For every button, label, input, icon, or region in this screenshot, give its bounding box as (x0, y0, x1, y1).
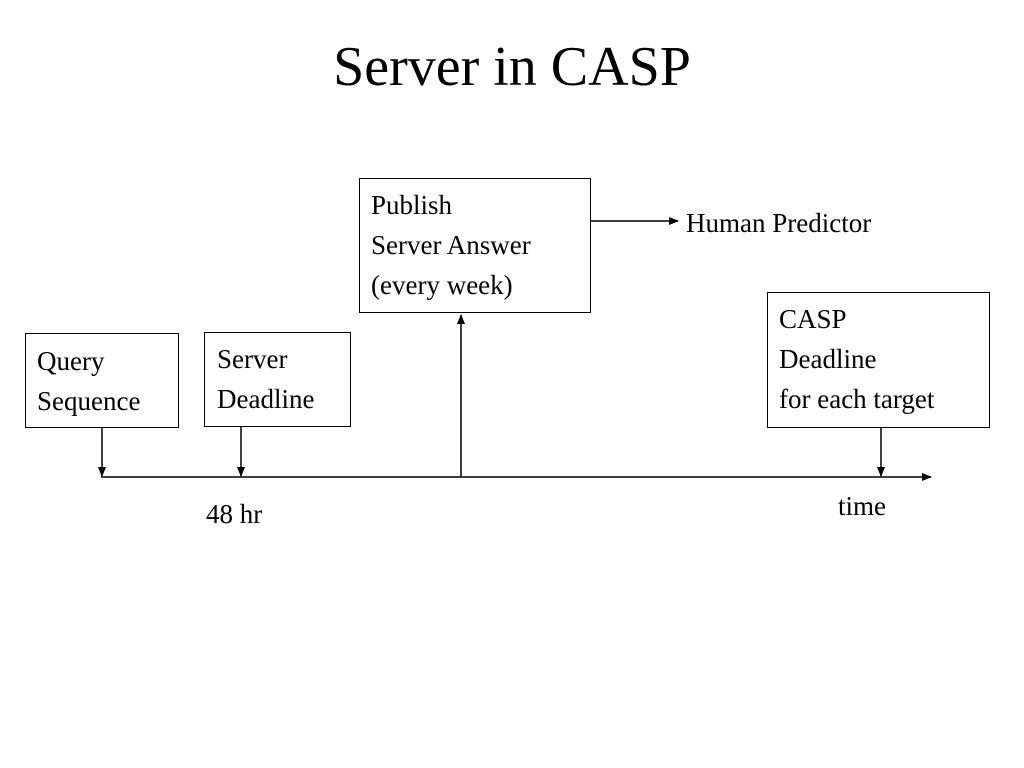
publish-server-answer-box: Publish Server Answer (every week) (359, 178, 591, 313)
server-deadline-line-1: Server (217, 344, 288, 374)
interval-48hr-label: 48 hr (206, 499, 263, 529)
publish-line-2: Server Answer (371, 230, 531, 260)
server-deadline-box: Server Deadline (204, 332, 351, 427)
query-sequence-line-1: Query (37, 346, 105, 376)
time-axis-label: time (838, 491, 886, 521)
publish-line-1: Publish (371, 190, 453, 220)
query-sequence-box: Query Sequence (25, 333, 179, 428)
human-predictor-label: Human Predictor (686, 208, 872, 238)
slide-title: Server in CASP (333, 36, 691, 98)
publish-line-3: (every week) (371, 270, 513, 300)
casp-deadline-line-1: CASP (779, 304, 847, 334)
server-deadline-line-2: Deadline (217, 384, 315, 414)
query-sequence-line-2: Sequence (37, 386, 141, 416)
casp-deadline-box: CASP Deadline for each target (767, 292, 990, 428)
casp-deadline-line-2: Deadline (779, 344, 877, 374)
casp-deadline-line-3: for each target (779, 384, 935, 414)
